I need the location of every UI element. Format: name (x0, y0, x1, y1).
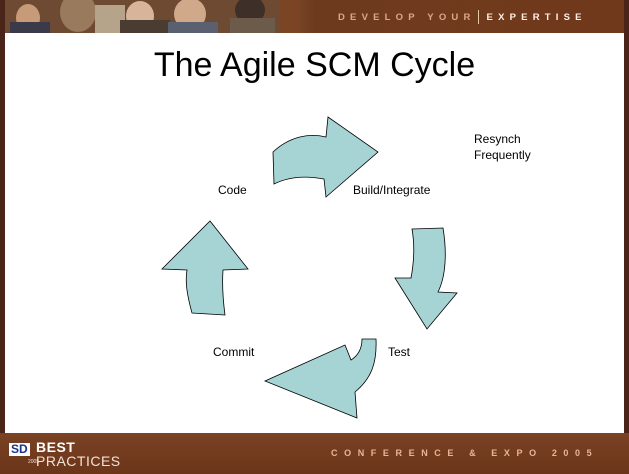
footer-banner: SD BEST 2005 PRACTICES CONFERENCE & EXPO… (0, 433, 629, 474)
banner-tagline-prefix: DEVELOP YOUR (338, 11, 476, 23)
resynch-note-line-1: Resynch (474, 132, 521, 146)
logo-practices: PRACTICES (36, 453, 121, 469)
header-banner: DEVELOP YOUR EXPERTISE (0, 0, 629, 33)
banner-tagline: DEVELOP YOUR EXPERTISE (338, 9, 587, 25)
cycle-arrow-code-to-build (272, 116, 379, 198)
logo-year: 2005 (28, 459, 40, 465)
left-frame-bar (0, 0, 5, 474)
footer-tagline: CONFERENCE & EXPO 2005 (331, 448, 599, 458)
logo-best: BEST (36, 439, 76, 455)
banner-photo (0, 0, 300, 33)
right-frame-bar (624, 0, 629, 474)
node-commit: Commit (213, 345, 255, 359)
cycle-arrow-test-to-commit (263, 338, 377, 419)
cycle-arrow-commit-to-code (161, 220, 249, 316)
node-build-integrate: Build/Integrate (353, 183, 431, 197)
cycle-arrow-build-to-test (394, 227, 458, 330)
slide-title: The Agile SCM Cycle (153, 46, 476, 84)
node-code: Code (218, 183, 247, 197)
banner-separator (477, 10, 479, 24)
node-test: Test (388, 345, 411, 359)
logo-sd: SD (9, 442, 30, 456)
banner-tagline-strong: EXPERTISE (486, 11, 587, 23)
resynch-note-line-2: Frequently (474, 148, 531, 162)
resynch-note: Resynch Frequently (474, 131, 531, 163)
